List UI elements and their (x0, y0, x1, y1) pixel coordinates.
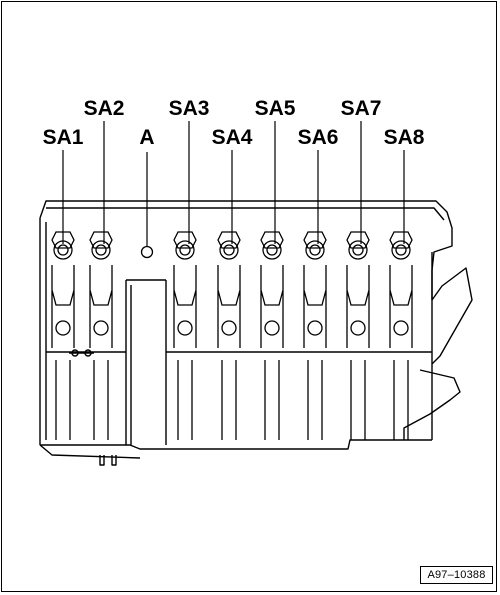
stud-sa3 (173, 231, 197, 440)
point-a-hole (140, 245, 154, 259)
label-sa6: SA6 (298, 126, 339, 149)
stud-sa8 (389, 231, 413, 440)
label-sa4: SA4 (212, 126, 253, 149)
label-sa2: SA2 (84, 97, 125, 120)
bottom-pin-2 (111, 455, 117, 466)
housing-bottom-lip (39, 444, 141, 459)
right-bracket (431, 267, 473, 365)
label-a: A (139, 126, 154, 149)
housing-top-inner (46, 207, 445, 221)
stud-sa1 (51, 231, 75, 440)
stud-sa4 (217, 231, 241, 440)
callout-labels: SA1 SA2 A SA3 SA4 SA5 SA6 SA7 SA8 (43, 97, 425, 149)
stud-sa7 (346, 231, 370, 440)
label-sa7: SA7 (341, 97, 382, 120)
label-sa8: SA8 (384, 126, 425, 149)
label-sa5: SA5 (255, 97, 296, 120)
housing-top-outline (39, 200, 453, 271)
bottom-pin-1 (99, 455, 105, 466)
fuse-studs (51, 231, 413, 440)
right-foot (403, 369, 461, 440)
housing (39, 200, 473, 466)
label-sa3: SA3 (169, 97, 210, 120)
figure-reference-code: A97–10388 (420, 566, 493, 584)
stud-sa5 (260, 231, 284, 440)
label-sa1: SA1 (43, 126, 84, 149)
stud-sa6 (303, 231, 327, 440)
housing-bottom (40, 439, 432, 450)
stud-sa2 (89, 231, 113, 440)
leader-lines (62, 121, 405, 247)
